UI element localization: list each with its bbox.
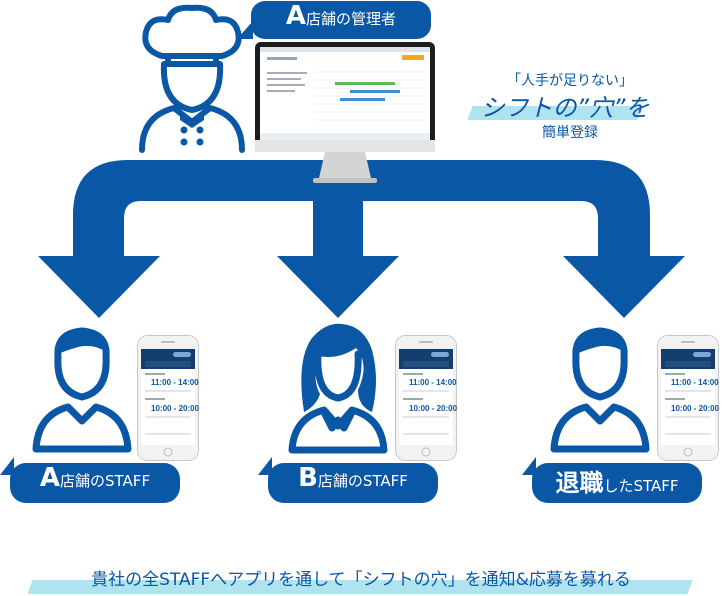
phone-c-time2: 10:00 - 20:00 bbox=[671, 404, 719, 413]
arrow-head-center bbox=[277, 256, 399, 318]
arrow-band bbox=[73, 160, 650, 258]
manager-badge: A 店舗の管理者 bbox=[251, 1, 431, 39]
phone-a-time2: 10:00 - 20:00 bbox=[151, 404, 199, 413]
arrow-head-right bbox=[563, 256, 685, 318]
manager-badge-letter: A bbox=[285, 1, 307, 31]
staff-retired-badge-label: したSTAFF bbox=[603, 477, 679, 495]
female-staff-icon bbox=[288, 323, 388, 454]
phone-a-time1: 11:00 - 14:00 bbox=[151, 378, 199, 387]
staff-a-badge-label: 店舗のSTAFF bbox=[60, 472, 151, 490]
tagline-line2: シフトの”穴”を bbox=[480, 94, 650, 122]
tagline-line1: 「人手が足りない」 bbox=[507, 73, 633, 89]
staff-a-badge: A 店舗のSTAFF bbox=[10, 463, 180, 503]
desktop-monitor bbox=[255, 42, 435, 183]
staff-b-badge-label: 店舗のSTAFF bbox=[317, 472, 408, 490]
staff-b-badge-letter: B bbox=[298, 463, 318, 493]
phone-staff-retired: 11:00 - 14:00 10:00 - 20:00 bbox=[657, 335, 719, 461]
phone-staff-b: 11:00 - 14:00 10:00 - 20:00 bbox=[395, 335, 457, 461]
male-staff-icon bbox=[32, 327, 132, 453]
manager-badge-label: 店舗の管理者 bbox=[306, 10, 397, 28]
phone-b-time1: 11:00 - 14:00 bbox=[409, 378, 457, 387]
arrow-head-left bbox=[38, 256, 160, 318]
staff-retired-badge-word: 退職 bbox=[555, 469, 604, 497]
retired-staff-icon bbox=[550, 327, 650, 453]
staff-a-badge-tail bbox=[0, 457, 14, 475]
staff-retired-badge: 退職 したSTAFF bbox=[532, 463, 702, 503]
phone-staff-a: 11:00 - 14:00 10:00 - 20:00 bbox=[137, 335, 199, 461]
tagline-line3: 簡単登録 bbox=[542, 125, 598, 141]
phone-b-time2: 10:00 - 20:00 bbox=[409, 404, 457, 413]
staff-retired-badge-tail bbox=[522, 457, 536, 475]
phone-c-time1: 11:00 - 14:00 bbox=[671, 378, 719, 387]
footer-message: 貴社の全STAFFへアプリを通して「シフトの穴」を通知&応募を募れる bbox=[91, 570, 631, 590]
staff-a-badge-letter: A bbox=[39, 463, 61, 493]
manager-badge-tail bbox=[237, 21, 253, 39]
chef-icon bbox=[139, 4, 245, 153]
staff-b-badge: B 店舗のSTAFF bbox=[268, 463, 438, 503]
staff-b-badge-tail bbox=[258, 457, 272, 475]
